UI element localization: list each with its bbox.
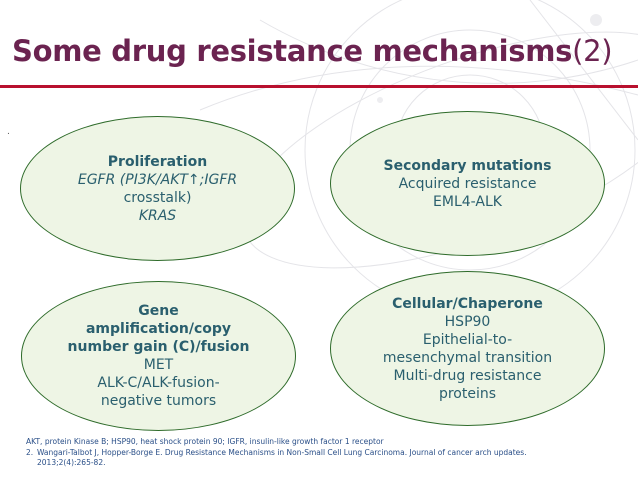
mechanism-detail: mesenchymal transition: [382, 349, 553, 366]
mechanism-heading: amplification/copy: [85, 321, 232, 337]
mechanism-detail: Epithelial-to-: [422, 331, 513, 348]
mechanism-detail: EML4-ALK: [433, 193, 502, 210]
mechanism-detail: KRAS: [138, 207, 177, 224]
footnotes: AKT, protein Kinase B; HSP90, heat shock…: [26, 437, 626, 468]
mechanism-detail: EGFR (PI3K/AKT↑;IGFR: [77, 171, 238, 188]
mechanism-heading: Secondary mutations: [383, 157, 552, 174]
mechanism-heading: Proliferation: [107, 153, 208, 170]
mechanism-secondary-mutations: Secondary mutations Acquired resistance …: [330, 111, 605, 256]
mechanism-detail: crosstalk): [123, 189, 192, 206]
title-underline: [0, 85, 638, 88]
mechanism-detail: negative tumors: [100, 393, 217, 409]
mechanism-detail: MET: [143, 357, 174, 373]
mechanism-detail: HSP90: [444, 313, 491, 330]
mechanism-detail: Acquired resistance: [398, 175, 537, 192]
footnote-number: 2.: [26, 448, 34, 457]
stray-mark: .: [7, 127, 10, 137]
slide-title: Some drug resistance mechanisms(2): [12, 34, 613, 68]
title-suffix: (2): [572, 34, 613, 68]
footnote-citation: Wangari-Talbot J, Hopper-Borge E. Drug R…: [37, 448, 527, 457]
mechanism-cellular-chaperone: Cellular/Chaperone HSP90 Epithelial-to- …: [330, 271, 605, 426]
mechanism-proliferation: Proliferation EGFR (PI3K/AKT↑;IGFR cross…: [20, 116, 295, 261]
mechanism-detail: ALK-C/ALK-fusion-: [97, 375, 220, 391]
mechanism-detail: Multi-drug resistance: [393, 367, 542, 384]
mechanism-gene-amplification: Gene amplification/copy number gain (C)/…: [21, 281, 296, 431]
footnote-abbreviations: AKT, protein Kinase B; HSP90, heat shock…: [26, 437, 384, 446]
mechanism-heading: Gene: [138, 303, 179, 319]
footnote-reference: 2.Wangari-Talbot J, Hopper-Borge E. Drug…: [26, 448, 626, 468]
footnote-citation-continued: 2013;2(4):265-82.: [37, 458, 106, 467]
mechanism-heading: number gain (C)/fusion: [67, 339, 250, 355]
mechanism-heading: Cellular/Chaperone: [392, 295, 543, 312]
mechanism-detail: proteins: [438, 385, 497, 402]
